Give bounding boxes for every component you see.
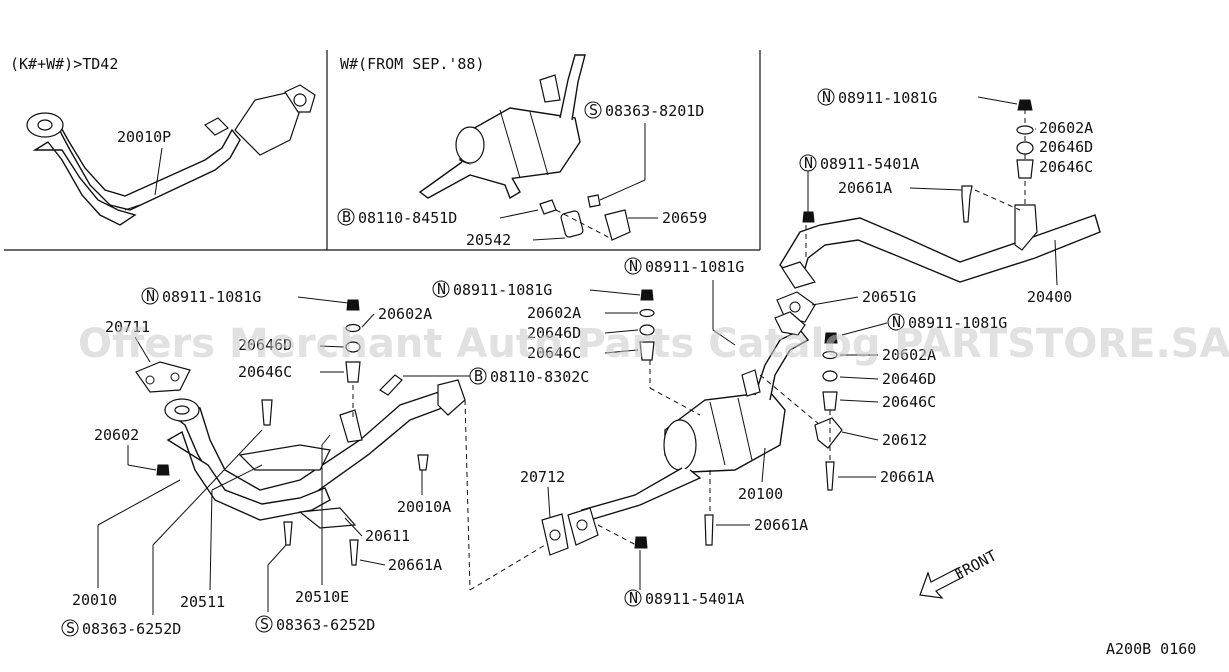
label-20611: 20611 [365,527,410,545]
svg-text:S: S [66,619,75,637]
svg-text:N: N [804,154,813,172]
label-20100: 20100 [738,485,783,503]
svg-text:S: S [260,615,269,633]
svg-text:N: N [892,313,901,331]
label-08911-1081G-right: 08911-1081G [908,314,1007,332]
label-20602A-mid: 20602A [527,304,581,322]
label-20542: 20542 [466,231,511,249]
gasket-20651G: 20651G [774,288,916,336]
label-20602A-right: 20602A [1039,119,1093,137]
label-20646D-left: 20646D [238,336,292,354]
label-20646C-right-right: 20646C [882,393,936,411]
right-mount-parts: N 08911-1081G 20602A 20646D 20646C 20612… [814,313,1007,491]
svg-text:N: N [822,88,831,106]
label-08911-5401A-bottom: 08911-5401A [645,590,744,608]
svg-text:N: N [146,287,155,305]
label-08911-1081G-top: 08911-1081G [838,89,937,107]
inset-boxes: (K#+W#)>TD42 W#(FROM SEP.'88) [4,50,761,251]
label-08363-6252D-b: 08363-6252D [276,616,375,634]
label-20646D-mid: 20646D [527,324,581,342]
label-08110-8451D: 08110-8451D [358,209,457,227]
mid-mount-parts: N 08911-1081G N 08911-1081G 20602A 20646… [432,257,744,362]
label-20661A-right-right: 20661A [880,468,934,486]
label-20646C-right: 20646C [1039,158,1093,176]
svg-text:B: B [474,367,483,385]
label-20711: 20711 [105,318,150,336]
label-20511: 20511 [180,593,225,611]
tail-pipe-20400-drawing: 20400 [779,100,1101,306]
svg-text:S: S [589,101,598,119]
label-20712: 20712 [520,468,565,486]
front-pipe-catalyst-drawing: 20010P [26,84,316,226]
watermark: Offers Merchant Auto Parts Catalog PARTS… [78,321,1229,367]
label-20651G: 20651G [862,288,916,306]
left-box-header: (K#+W#)>TD42 [10,55,118,73]
label-20646D-right: 20646D [1039,138,1093,156]
label-20646D-right-right: 20646D [882,370,936,388]
label-08911-1081G-left: 08911-1081G [162,288,261,306]
label-20602A-left: 20602A [378,305,432,323]
label-08110-8302C: 08110-8302C [490,368,589,386]
svg-text:B: B [342,208,351,226]
label-20602: 20602 [94,426,139,444]
label-20612: 20612 [882,431,927,449]
right-box-header: W#(FROM SEP.'88) [340,55,485,73]
diagram-code: A200B 0160 [1106,640,1196,658]
muffler-inset-drawing: S 08363-8201D B 08110-8451D 20659 20542 [337,54,707,249]
label-20010: 20010 [72,591,117,609]
center-muffler-20100-drawing: 20100 [580,329,821,521]
front-arrow: FRONT [919,546,1000,599]
label-20400: 20400 [1027,288,1072,306]
label-20646C-mid: 20646C [527,344,581,362]
front-pipe-20010-drawing: 20711 20602 20010 20511 S 08363-6252D S … [61,318,589,638]
label-08363-6252D-a: 08363-6252D [82,620,181,638]
label-20510E: 20510E [295,588,349,606]
label-20010A: 20010A [397,498,451,516]
center-pipe-parts: 20712 20661A N 08911-5401A [520,468,808,608]
label-08911-5401A-top: 08911-5401A [820,155,919,173]
svg-text:N: N [629,257,638,275]
label-20010P: 20010P [117,128,171,146]
label-08911-1081G-mid-left: 08911-1081G [453,281,552,299]
svg-text:N: N [629,589,638,607]
label-20659: 20659 [662,209,707,227]
front-label: FRONT [951,546,999,583]
label-08363-8201D: 08363-8201D [605,102,704,120]
label-08911-1081G-mid: 08911-1081G [645,258,744,276]
svg-text:N: N [437,280,446,298]
label-20661A-left: 20661A [388,556,442,574]
label-20602A-right-right: 20602A [882,346,936,364]
label-20646C-left: 20646C [238,363,292,381]
upper-mount-parts: N 08911-1081G 20602A 20646D 20646C N 089… [799,88,1093,223]
left-mount-parts: N 08911-1081G 20602A 20646D 20646C [141,287,432,420]
label-20661A-center: 20661A [754,516,808,534]
label-20661A-top: 20661A [838,179,892,197]
